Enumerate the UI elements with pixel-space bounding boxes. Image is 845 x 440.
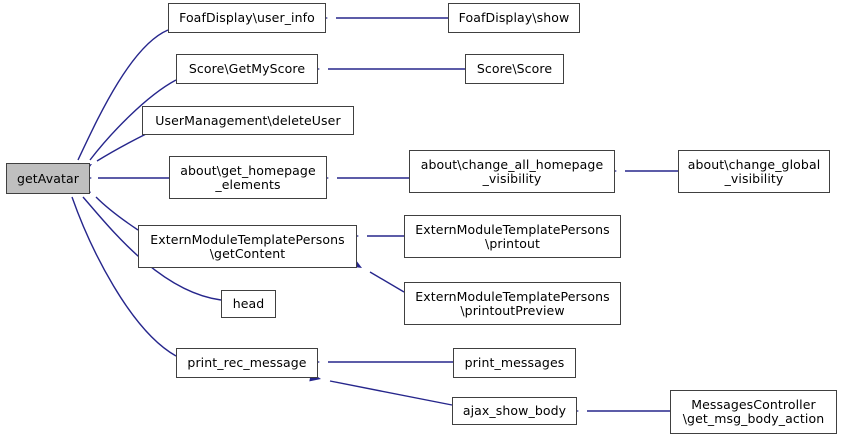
- graph-node-label: Score\Score: [476, 61, 553, 76]
- graph-edge: [329, 380, 453, 406]
- graph-node-label: ExternModuleTemplatePersons \printoutPre…: [415, 288, 610, 318]
- graph-node-emtp-printout[interactable]: ExternModuleTemplatePersons \printout: [404, 215, 621, 258]
- graph-node-print-messages[interactable]: print_messages: [453, 348, 576, 378]
- graph-node-label: ExternModuleTemplatePersons \printout: [415, 221, 610, 251]
- graph-node-score-score[interactable]: Score\Score: [465, 54, 564, 84]
- graph-edge: [369, 271, 405, 293]
- graph-node-label: getAvatar: [16, 170, 79, 186]
- graph-node-label: about\get_homepage _elements: [180, 162, 316, 192]
- graph-node-ajax-show-body[interactable]: ajax_show_body: [452, 397, 577, 425]
- graph-node-foaf-show[interactable]: FoafDisplay\show: [448, 3, 580, 33]
- graph-node-label: MessagesController \get_msg_body_action: [682, 397, 825, 426]
- graph-edge: [95, 196, 139, 231]
- graph-node-getAvatar[interactable]: getAvatar: [6, 163, 90, 194]
- graph-node-msg-ctrl[interactable]: MessagesController \get_msg_body_action: [670, 390, 837, 434]
- graph-node-label: head: [232, 296, 265, 311]
- graph-node-label: ajax_show_body: [462, 403, 567, 418]
- graph-node-label: about\change_global _visibility: [687, 156, 821, 186]
- graph-node-label: print_rec_message: [187, 355, 307, 370]
- graph-node-label: UserManagement\deleteUser: [155, 112, 341, 128]
- graph-node-label: print_messages: [464, 355, 565, 370]
- graph-node-label: about\change_all_homepage _visibility: [420, 156, 604, 186]
- graph-node-about-get-hp[interactable]: about\get_homepage _elements: [169, 156, 327, 199]
- graph-edge: [77, 29, 169, 161]
- graph-node-emtp-preview[interactable]: ExternModuleTemplatePersons \printoutPre…: [404, 282, 621, 325]
- graph-node-label: ExternModuleTemplatePersons \getContent: [150, 231, 345, 261]
- graph-node-um-deleteuser[interactable]: UserManagement\deleteUser: [142, 106, 354, 135]
- graph-node-head[interactable]: head: [221, 290, 276, 318]
- graph-edge: [96, 133, 147, 162]
- graph-edge: [71, 196, 177, 357]
- graph-node-about-chg-all[interactable]: about\change_all_homepage _visibility: [409, 150, 615, 193]
- graph-node-label: Score\GetMyScore: [188, 61, 306, 76]
- graph-node-print-rec-msg[interactable]: print_rec_message: [176, 348, 318, 378]
- graph-node-label: FoafDisplay\show: [458, 10, 570, 25]
- graph-node-emtp-content[interactable]: ExternModuleTemplatePersons \getContent: [138, 225, 357, 268]
- graph-node-foaf-user-info[interactable]: FoafDisplay\user_info: [168, 3, 326, 33]
- graph-node-score-getmy[interactable]: Score\GetMyScore: [176, 54, 318, 84]
- graph-node-about-chg-glob[interactable]: about\change_global _visibility: [678, 150, 830, 193]
- graph-node-label: FoafDisplay\user_info: [179, 10, 315, 25]
